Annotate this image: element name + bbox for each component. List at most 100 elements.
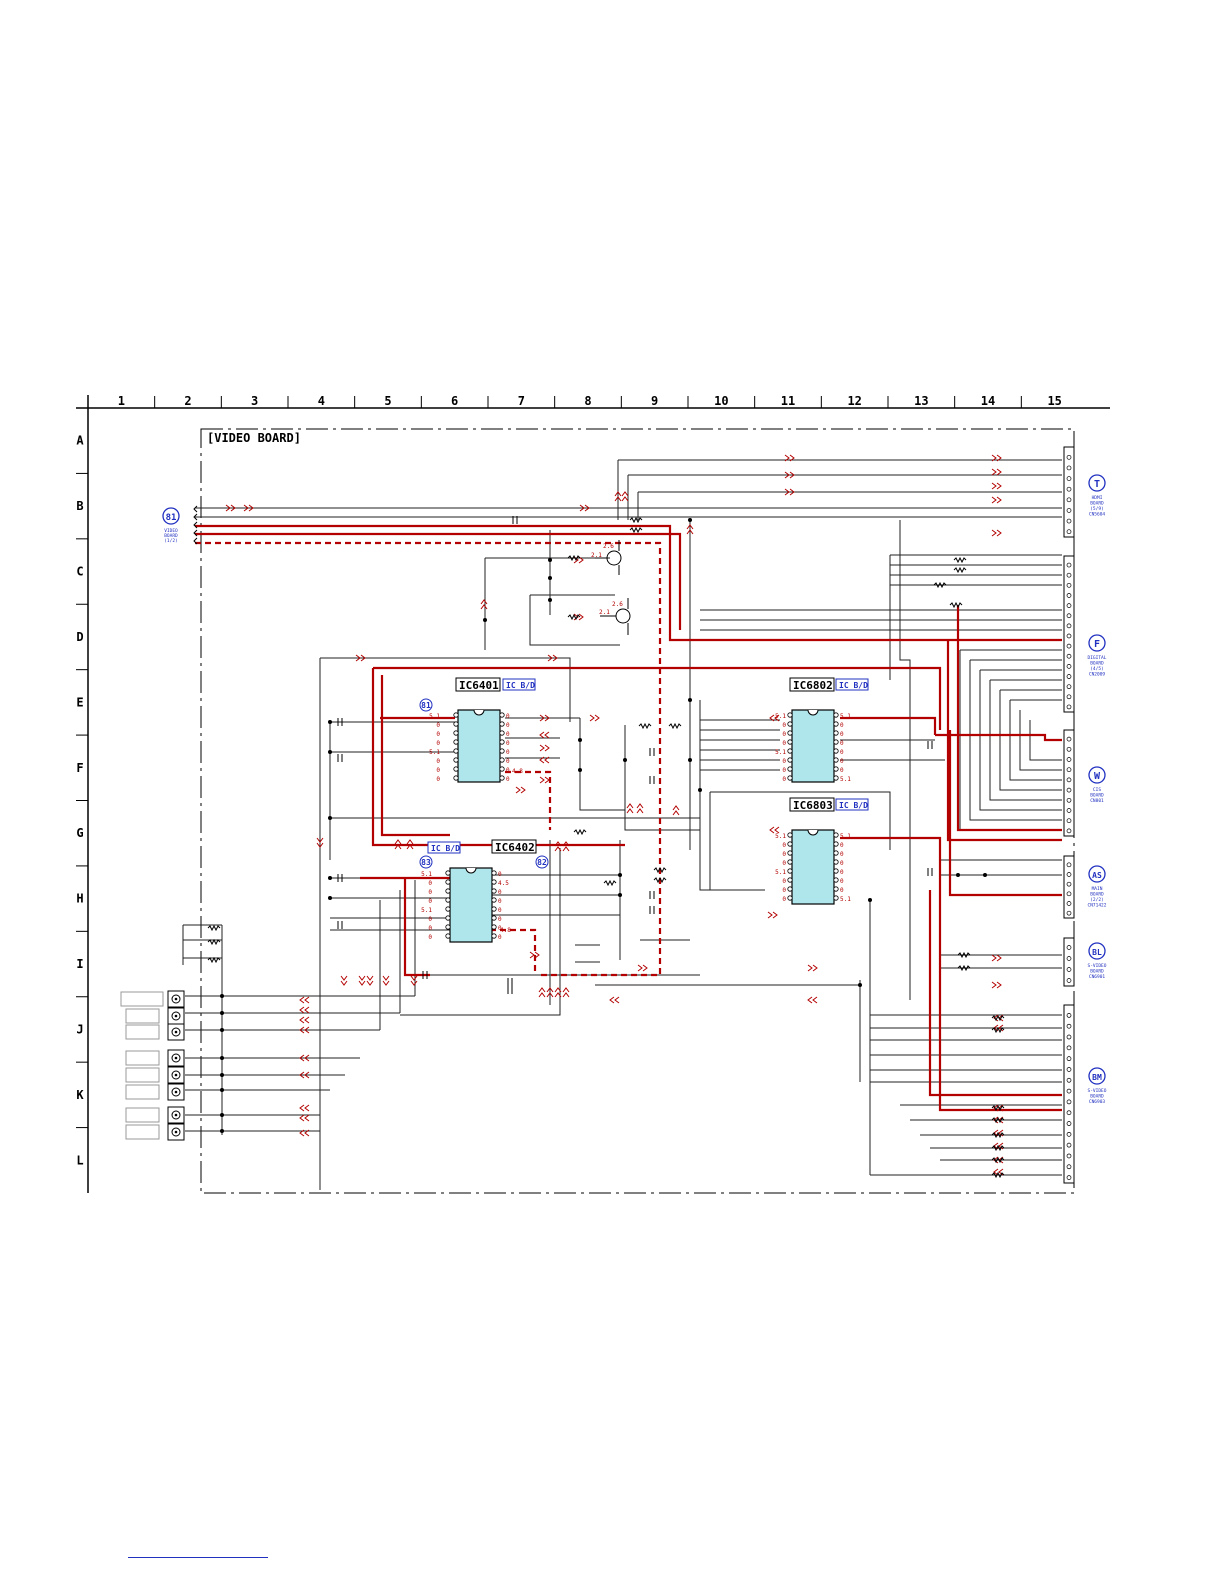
signal-arrow <box>243 504 254 512</box>
signal-arrow <box>672 805 680 816</box>
ic-pin <box>833 766 839 772</box>
connector-pin <box>1066 623 1072 629</box>
connector-pin <box>1066 945 1072 950</box>
ic-labels: IC6401 IC B/D IC6402 IC B/D IC6802 IC B/… <box>427 677 869 854</box>
voltage-label: 0 <box>840 869 844 876</box>
capacitor <box>507 978 513 986</box>
ic-pin <box>787 712 793 718</box>
signal-arrow <box>554 987 562 998</box>
rca-jack-pin <box>174 1073 178 1077</box>
signal-arrow <box>784 471 795 479</box>
row-header-L: L <box>76 1153 83 1167</box>
resistor <box>991 1171 1005 1179</box>
red-signal-wires <box>195 524 1062 1112</box>
connector-as-ref: AS <box>1092 871 1102 880</box>
ic-pin <box>787 868 793 874</box>
signal-arrow <box>539 776 550 784</box>
column-header-13: 13 <box>914 394 928 408</box>
resistor <box>638 722 652 730</box>
signal-arrow <box>769 826 780 834</box>
voltage-label: 0 <box>840 767 844 774</box>
voltage-label: 5.1 <box>775 749 786 756</box>
signal-arrow <box>573 613 584 621</box>
ic-pin <box>787 748 793 754</box>
signal-arrows <box>225 454 1004 1176</box>
resistor <box>668 722 682 730</box>
signal-arrow <box>547 654 558 662</box>
capacitor <box>422 971 428 979</box>
ic-pin <box>453 748 459 754</box>
ic-pin <box>787 775 793 781</box>
connector-pin <box>1066 1164 1072 1170</box>
row-header-K: K <box>76 1088 84 1102</box>
ic-pin <box>491 906 497 912</box>
signal-arrow <box>784 488 795 496</box>
connector-pin <box>1066 1121 1072 1126</box>
ic-pin <box>453 757 459 763</box>
voltage-label: 0 <box>436 731 440 738</box>
connector-t-ref: T <box>1094 479 1100 490</box>
resistor <box>207 956 221 964</box>
voltage-label: 5.1 <box>840 776 851 783</box>
capacitor <box>649 776 655 784</box>
column-header-7: 7 <box>518 394 525 408</box>
signal-arrow <box>636 803 644 814</box>
ic-pin <box>833 859 839 865</box>
ic-pin <box>499 739 505 745</box>
resistor <box>957 951 971 959</box>
resistor <box>949 601 963 609</box>
column-header-8: 8 <box>584 394 591 408</box>
rca-jack-pin <box>174 1113 178 1117</box>
ic-pin <box>499 712 505 718</box>
voltage-label: 0 <box>506 767 510 774</box>
connector-bm-line: BOARD <box>1090 1094 1104 1100</box>
signal-arrow <box>991 468 1002 476</box>
capacitor <box>507 986 513 994</box>
connector-bm-badge <box>1088 1067 1106 1085</box>
marker-81: 81 <box>421 701 431 710</box>
connector-pin <box>1066 956 1072 961</box>
voltage-label: 0 <box>506 749 510 756</box>
junction-dot <box>220 1088 224 1092</box>
voltage-label: 0 <box>506 740 510 747</box>
resistor <box>933 581 947 589</box>
ic-pin <box>445 879 451 885</box>
connector-bm-line: CN6903 <box>1089 1099 1106 1105</box>
signal-arrow <box>340 975 348 986</box>
signal-arrow <box>554 841 562 852</box>
junction-dot <box>548 598 552 602</box>
ic-pin <box>787 841 793 847</box>
ic6402-label: IC6402 <box>495 841 535 854</box>
connector-f-badge <box>1088 634 1106 652</box>
connector-pin <box>1066 613 1072 619</box>
signal-arrow <box>589 714 600 722</box>
voltage-label: 0 <box>782 896 786 903</box>
connector-pin <box>1066 486 1072 492</box>
row-header-D: D <box>76 630 83 644</box>
signal-arrow <box>807 964 818 972</box>
signal-arrow <box>299 1006 310 1014</box>
connector-pin <box>1066 1153 1072 1159</box>
ic-pin <box>445 924 451 930</box>
resistor <box>991 1104 1005 1112</box>
signal-arrow <box>366 975 374 986</box>
rca-jack-pin <box>174 1130 178 1134</box>
transistors <box>595 540 631 635</box>
voltage-label: 0 <box>506 713 510 720</box>
capacitor <box>337 754 343 762</box>
jack-label-box <box>125 1107 160 1123</box>
junction-dot <box>548 558 552 562</box>
junction-dot <box>688 698 692 702</box>
connector-pin <box>1066 757 1072 762</box>
column-header-4: 4 <box>318 394 325 408</box>
connector-pin <box>1066 797 1072 803</box>
voltage-label: 0 <box>840 731 844 738</box>
ic-pin <box>445 933 451 939</box>
connector-pin <box>1066 582 1072 588</box>
voltage-label: 5.1 <box>840 713 851 720</box>
column-header-9: 9 <box>651 394 658 408</box>
capacitor <box>337 921 343 929</box>
rca-jack-pin <box>174 997 178 1001</box>
connector-pin <box>1066 777 1072 783</box>
voltage-label: 0 <box>498 889 502 896</box>
